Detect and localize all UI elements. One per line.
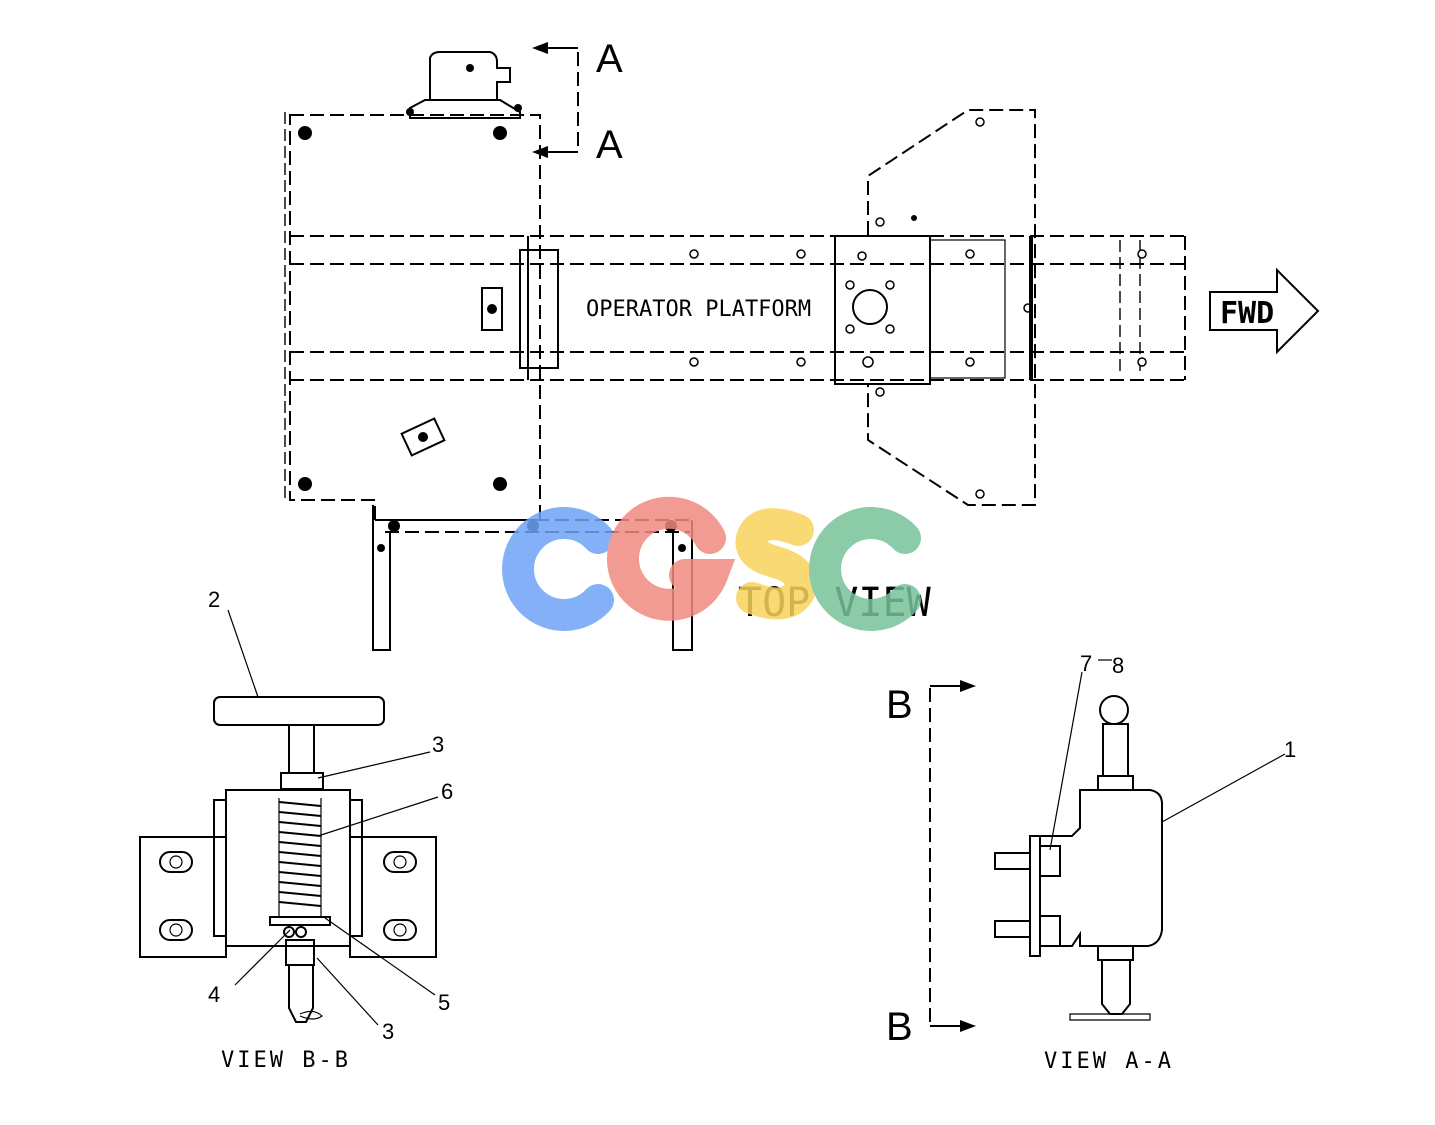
callout-1: 1: [1284, 737, 1296, 762]
callout-7: 7: [1080, 651, 1092, 676]
spring: [278, 798, 322, 916]
watermark-s: [735, 508, 817, 620]
right-bracket: [834, 109, 1036, 506]
callout-2: 2: [208, 587, 220, 612]
section-a-bottom: A: [596, 123, 623, 167]
section-b-bottom: B: [886, 1005, 913, 1049]
operator-platform-label: OPERATOR PLATFORM: [586, 297, 811, 322]
view-bb: 2 3 6 4 5 3 VIEW B-B: [139, 587, 453, 1073]
top-latch: [406, 51, 522, 119]
section-b-markers: B B: [886, 680, 976, 1049]
watermark-g: [606, 496, 736, 621]
callout-8: 8: [1112, 653, 1124, 678]
section-b-top: B: [886, 683, 913, 727]
mounting-holes-bb: [159, 851, 417, 941]
view-aa: B B 7 8 1 VIEW A-A: [886, 651, 1296, 1074]
forward-arrow: FWD: [1209, 267, 1320, 355]
section-a-markers: A A: [532, 37, 623, 167]
callout-6: 6: [441, 779, 453, 804]
left-mounting-plate: [284, 112, 541, 521]
view-bb-title: VIEW B-B: [221, 1048, 351, 1073]
watermark-c1: [502, 507, 614, 631]
fwd-label: FWD: [1220, 296, 1274, 331]
view-aa-title: VIEW A-A: [1044, 1049, 1174, 1074]
callout-5: 5: [438, 990, 450, 1015]
section-a-top: A: [596, 37, 623, 81]
cgsc-watermark: [502, 496, 921, 631]
platform-beam: OPERATOR PLATFORM: [290, 235, 1186, 381]
watermark-c2: [809, 507, 921, 631]
callout-4: 4: [208, 982, 220, 1007]
callout-3-top: 3: [432, 732, 444, 757]
callout-3-bottom: 3: [382, 1019, 394, 1044]
